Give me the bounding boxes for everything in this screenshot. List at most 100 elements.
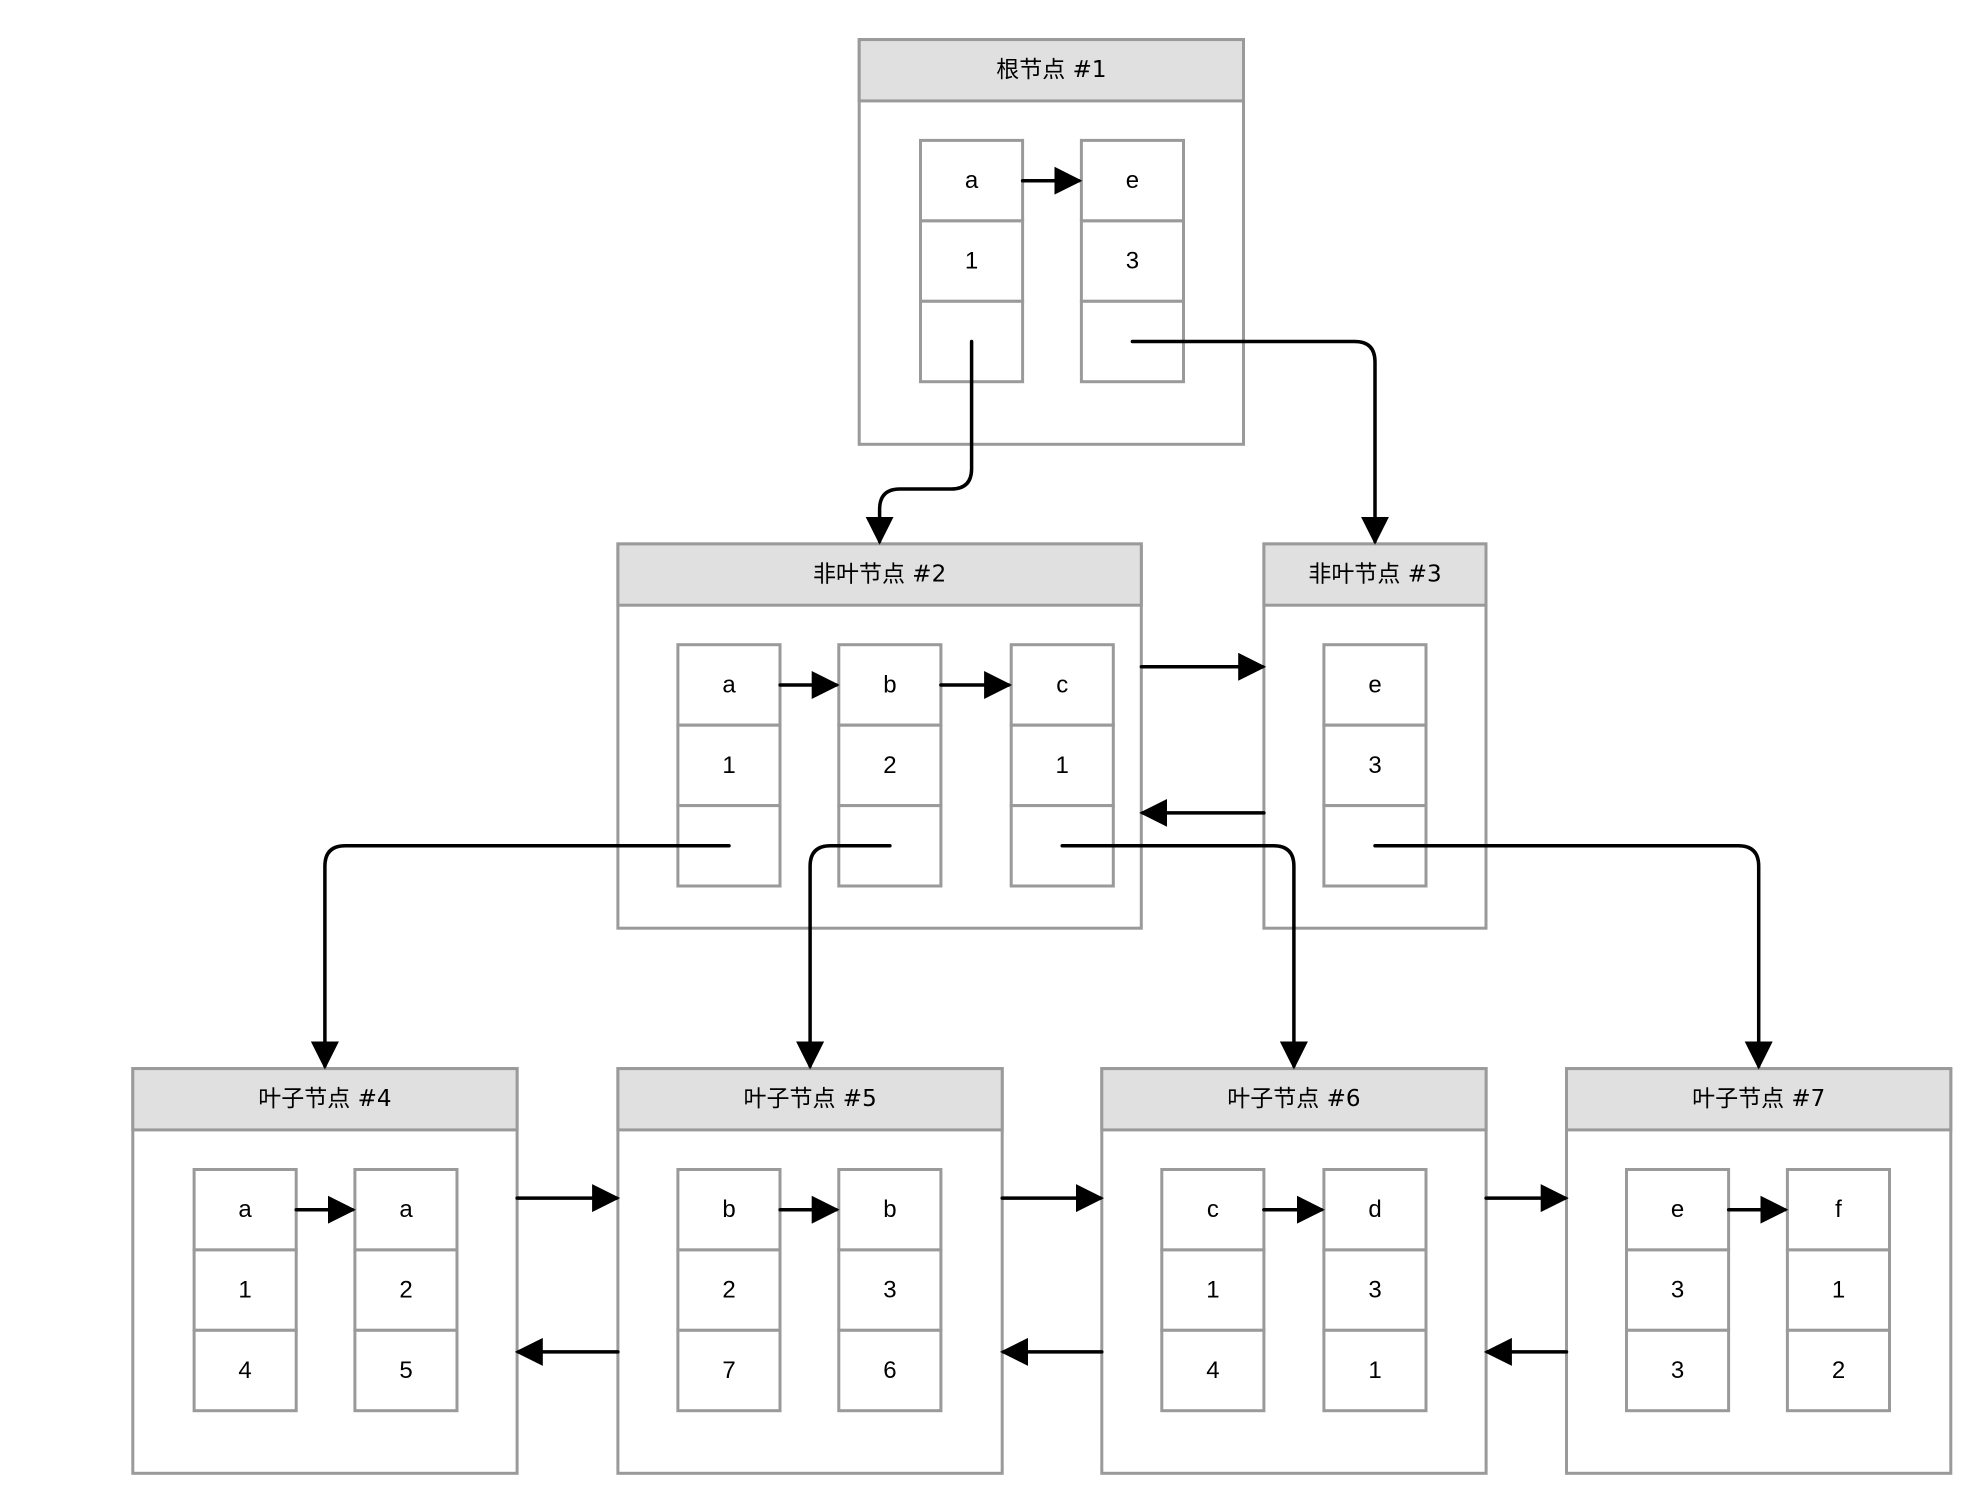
entry-value: 1: [965, 248, 978, 275]
value-cell: [837, 1248, 943, 1332]
node-n4: 叶子节点 #4 a 1 4 a 2 5: [131, 1067, 519, 1475]
node-header: [1565, 1067, 1953, 1132]
pointer-cell: [1625, 1328, 1731, 1413]
entry-extra: 2: [1832, 1357, 1845, 1384]
node-entry: b 2 7: [676, 1168, 782, 1413]
value-cell: [1625, 1248, 1731, 1332]
entry-value: 1: [722, 752, 735, 779]
node-entry: a1: [676, 643, 782, 888]
entry-key: e: [1126, 167, 1139, 194]
node-entry: a1: [919, 138, 1025, 384]
entry-value: 3: [1671, 1277, 1684, 1304]
node-entry: c 1 4: [1160, 1168, 1266, 1413]
value-cell: [919, 219, 1025, 303]
key-cell: [676, 643, 782, 727]
key-cell: [1322, 1168, 1428, 1252]
node-n5: 叶子节点 #5 b 2 7 b 3 6: [616, 1067, 1004, 1475]
child-pointer-arrow: [310, 844, 731, 1070]
node-title: 叶子节点 #4: [258, 1086, 391, 1112]
value-cell: [1322, 723, 1428, 808]
child-pointer-arrow: [865, 339, 974, 545]
node-entry: d 3 1: [1322, 1168, 1428, 1413]
entry-value: 1: [1832, 1277, 1845, 1304]
entry-value: 3: [1368, 1277, 1381, 1304]
node-entry: b2: [837, 643, 943, 888]
entry-value: 1: [1206, 1277, 1219, 1304]
node-header: [616, 542, 1143, 607]
entry-extra: 4: [1206, 1357, 1219, 1384]
node-entry: a 1 4: [192, 1168, 298, 1413]
value-cell: [192, 1248, 298, 1332]
child-pointer-arrow: [1373, 844, 1773, 1070]
entry-key: a: [238, 1196, 252, 1223]
entry-extra: 5: [399, 1357, 412, 1384]
key-cell: [1322, 643, 1428, 727]
node-header: [131, 1067, 519, 1132]
entry-key: b: [722, 1196, 735, 1223]
node-title: 叶子节点 #6: [1227, 1086, 1360, 1112]
node-header: [857, 38, 1245, 103]
entry-key: e: [1368, 672, 1381, 699]
node-header: [616, 1067, 1004, 1132]
key-cell: [1079, 138, 1186, 223]
node-n6: 叶子节点 #6 c 1 4 d 3 1: [1100, 1067, 1488, 1475]
node-title: 非叶节点 #2: [813, 562, 946, 588]
entry-key: c: [1207, 1196, 1219, 1223]
node-entry: e3: [1322, 643, 1428, 888]
child-pointer-arrow: [1060, 844, 1308, 1070]
entry-key: b: [883, 672, 896, 699]
entry-key: a: [722, 672, 736, 699]
child-pointer-arrow: [796, 844, 892, 1070]
pointer-cell: [1160, 1328, 1266, 1413]
key-cell: [1625, 1168, 1731, 1252]
node-entry: b 3 6: [837, 1168, 943, 1413]
entry-value: 1: [1056, 752, 1069, 779]
node-title: 叶子节点 #7: [1692, 1086, 1825, 1112]
entry-value: 2: [399, 1277, 412, 1304]
pointer-cell: [353, 1328, 459, 1413]
entry-key: c: [1056, 672, 1068, 699]
pointer-cell: [192, 1328, 298, 1413]
entry-key: f: [1835, 1196, 1842, 1223]
entry-extra: 1: [1368, 1357, 1381, 1384]
node-entry: c1: [1009, 643, 1115, 888]
node-title: 叶子节点 #5: [743, 1086, 876, 1112]
child-pointer-arrow: [1130, 339, 1389, 545]
entry-key: b: [883, 1196, 896, 1223]
pointer-cell: [676, 1328, 782, 1413]
entry-key: d: [1368, 1196, 1381, 1223]
entry-value: 1: [238, 1277, 251, 1304]
entry-value: 3: [883, 1277, 896, 1304]
node-title: 根节点 #1: [996, 57, 1106, 83]
value-cell: [837, 723, 943, 808]
node-entry: a 2 5: [353, 1168, 459, 1413]
entry-key: e: [1671, 1196, 1684, 1223]
node-entry: f 1 2: [1785, 1168, 1892, 1413]
value-cell: [1785, 1248, 1892, 1332]
value-cell: [1160, 1248, 1266, 1332]
entry-extra: 4: [238, 1357, 251, 1384]
entry-value: 2: [883, 752, 896, 779]
value-cell: [1322, 1248, 1428, 1332]
entry-value: 3: [1368, 752, 1381, 779]
key-cell: [1160, 1168, 1266, 1252]
node-entry: e33: [1625, 1168, 1731, 1413]
pointer-cell: [837, 1328, 943, 1413]
entry-key: a: [965, 167, 979, 194]
entry-value: 3: [1126, 248, 1139, 275]
entry-value: 2: [722, 1277, 735, 1304]
value-cell: [1009, 723, 1115, 808]
pointer-cell: [1322, 1328, 1428, 1413]
pointer-cell: [1785, 1328, 1892, 1413]
node-n3: 非叶节点 #3e3: [1262, 542, 1488, 930]
entry-extra: 7: [722, 1357, 735, 1384]
node-entry: e3: [1079, 138, 1186, 384]
entry-extra: 6: [883, 1357, 896, 1384]
entry-key: a: [399, 1196, 413, 1223]
node-header: [1262, 542, 1488, 607]
key-cell: [353, 1168, 459, 1252]
